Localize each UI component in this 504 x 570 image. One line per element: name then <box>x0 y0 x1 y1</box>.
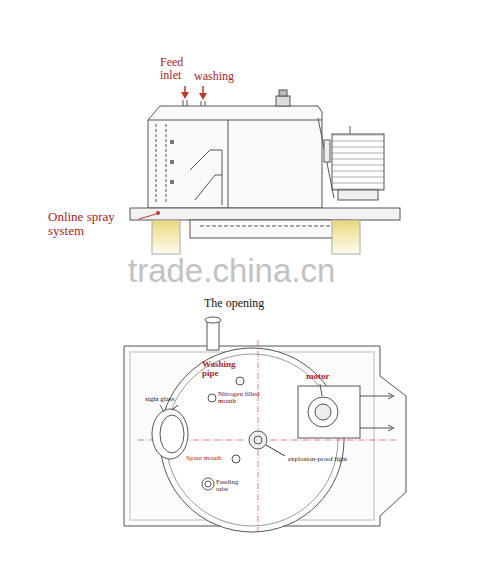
sight-glass-label: sight glass <box>145 396 174 403</box>
nitrogen-mouth-label: Nitrogen filled mouth <box>218 391 268 406</box>
spray-system-label: Online spray system <box>48 210 136 237</box>
watermark: trade.china.cn <box>128 254 335 289</box>
side-view <box>130 86 400 254</box>
feed-inlet-label: Feed inlet <box>160 56 194 81</box>
washing-pipe-label: Washing pipe <box>202 360 242 379</box>
opening-label: The opening <box>204 297 264 310</box>
spare-mouth-label: Spare mouth <box>186 455 222 462</box>
washing-label: washing <box>194 70 234 83</box>
plan-view <box>124 317 406 532</box>
feeding-tube-label: Feeding tube <box>216 479 252 494</box>
motor-label: motor <box>306 372 330 381</box>
light-label: explosion-proof light <box>288 456 354 463</box>
